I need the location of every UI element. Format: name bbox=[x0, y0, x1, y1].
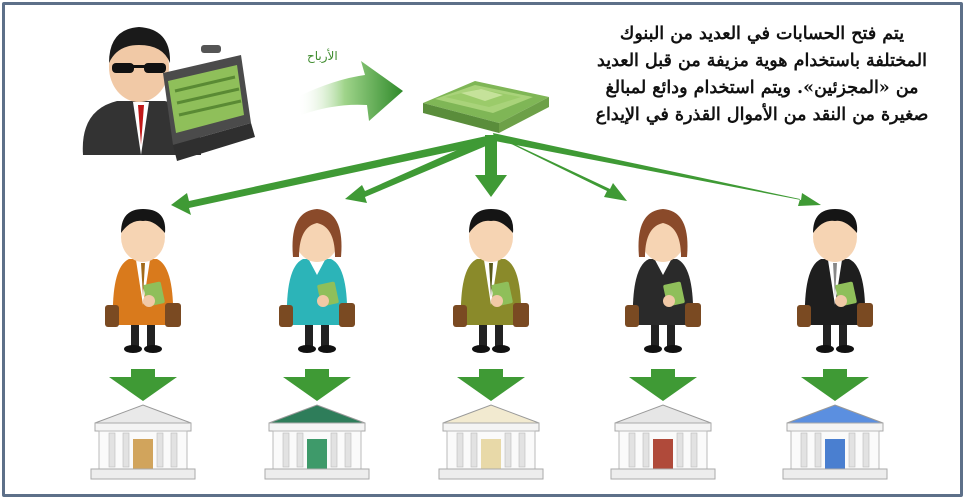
bank-1-icon bbox=[90, 404, 196, 480]
person-5-icon bbox=[797, 209, 873, 353]
criminal-figure bbox=[82, 27, 255, 161]
banks-row bbox=[90, 404, 888, 480]
down-arrows bbox=[109, 369, 869, 401]
down-arrow-4 bbox=[629, 369, 697, 401]
cash-pile-icon bbox=[423, 81, 549, 133]
down-arrow-2 bbox=[283, 369, 351, 401]
caption-line-3: من «المجزئين». ويتم استخدام ودائع لمبالغ bbox=[605, 78, 919, 98]
down-arrow-5 bbox=[801, 369, 869, 401]
briefcase-icon bbox=[163, 45, 255, 161]
down-arrow-1 bbox=[109, 369, 177, 401]
person-2-icon bbox=[279, 209, 355, 353]
caption-line-1: يتم فتح الحسابات في العديد من البنوك bbox=[619, 24, 905, 44]
illustration bbox=[82, 27, 888, 480]
caption-line-2: المختلفة باستخدام هوية مزيفة من قبل العد… bbox=[597, 51, 927, 71]
distribution-arrows bbox=[171, 133, 821, 215]
bank-2-icon bbox=[264, 404, 370, 480]
person-3-icon bbox=[453, 209, 529, 353]
bank-3-icon bbox=[438, 404, 544, 480]
down-arrow-3 bbox=[457, 369, 525, 401]
person-4-icon bbox=[625, 209, 701, 353]
person-1-icon bbox=[105, 209, 181, 353]
bank-5-icon bbox=[782, 404, 888, 480]
profits-label: الأرباح bbox=[307, 49, 338, 63]
bank-4-icon bbox=[610, 404, 716, 480]
profit-arrow bbox=[297, 61, 403, 121]
caption-line-4: صغيرة من النقد من الأموال القذرة في الإي… bbox=[595, 105, 929, 125]
caption-text: يتم فتح الحسابات في العديد من البنوك الم… bbox=[577, 21, 947, 129]
people-row bbox=[105, 209, 873, 353]
